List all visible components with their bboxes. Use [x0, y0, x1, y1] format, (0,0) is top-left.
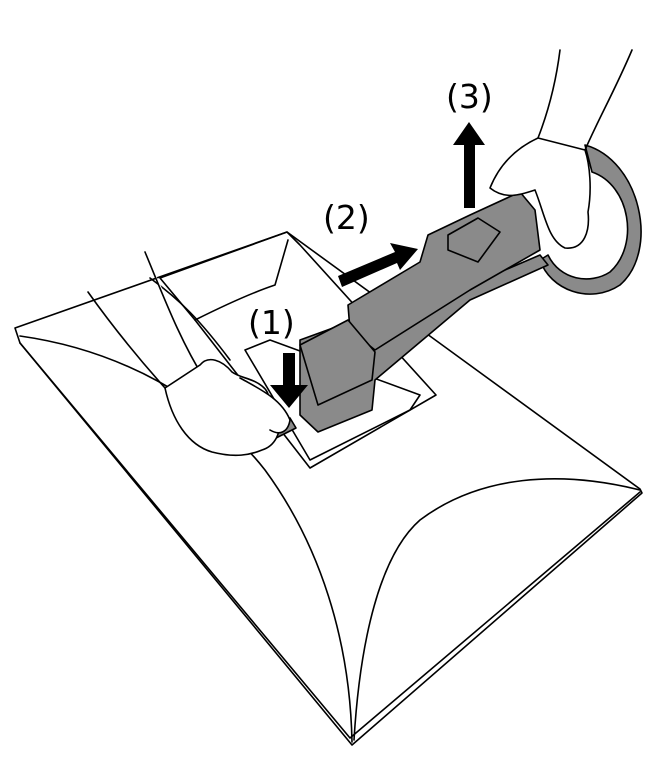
step-1-label: (1) — [248, 303, 295, 342]
right-hand-shape — [489, 137, 591, 249]
right-arm-line-2 — [584, 49, 633, 151]
step-2-label: (2) — [323, 198, 370, 237]
stand-mount-plate — [244, 339, 421, 461]
left-hand — [87, 251, 291, 457]
stand-arm — [269, 144, 642, 439]
arrows — [270, 122, 485, 408]
stand-mount-inner — [194, 239, 289, 321]
left-thumb — [239, 377, 291, 434]
stand-top-block — [447, 217, 501, 263]
step-3-label: (3) — [446, 77, 493, 116]
right-arm-line-1 — [537, 49, 561, 139]
right-hand — [489, 49, 633, 249]
monitor-panel — [14, 231, 643, 746]
monitor-bezel-line — [19, 342, 641, 739]
stand-front-face — [299, 319, 376, 406]
up-arrow-icon — [453, 122, 485, 208]
down-arrow-icon — [270, 353, 308, 408]
monitor-back-curve-right — [353, 478, 641, 741]
monitor-outer-edge — [14, 231, 643, 746]
monitor-back-curve-left — [19, 335, 353, 743]
right-arrow-icon — [338, 243, 418, 287]
left-arm-line-2 — [87, 291, 166, 389]
